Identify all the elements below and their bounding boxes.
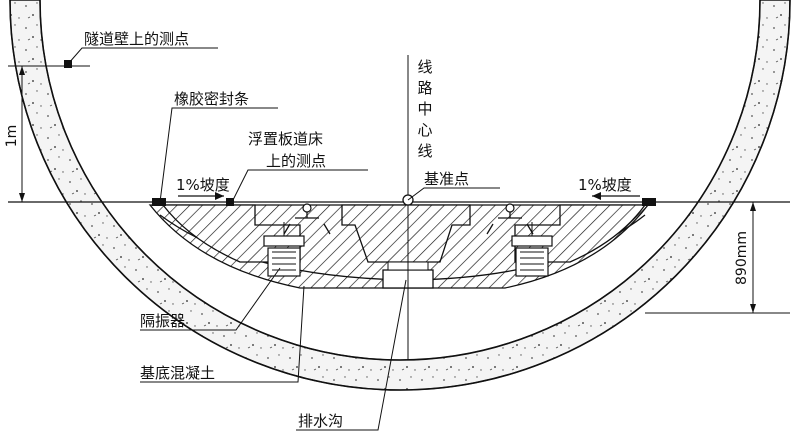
- label-slope-left: 1%坡度: [176, 176, 230, 194]
- route-centerline-label: 线 路 中 心 线: [417, 58, 432, 160]
- slope-arrowhead-right: [592, 192, 601, 200]
- centerline-char-1: 线: [417, 58, 432, 76]
- slope-arrowhead-left: [215, 192, 224, 200]
- label-rubber-seal: 橡胶密封条: [174, 90, 249, 108]
- label-slab-point-line2: 上的测点: [266, 152, 326, 170]
- rubber-seal-right: [642, 198, 656, 206]
- label-slab-point-line1: 浮置板道床: [248, 130, 323, 148]
- lining-inner-edge: [39, 0, 761, 361]
- label-drainage-ditch: 排水沟: [298, 412, 343, 430]
- dim-1m-label: 1m: [4, 125, 20, 148]
- centerline-char-3: 中: [417, 100, 432, 118]
- leader-isolator: [140, 267, 281, 331]
- centerline-char-2: 路: [417, 79, 432, 97]
- rail-left: [283, 203, 331, 235]
- leader-tunnel-wall-point: [67, 47, 218, 65]
- leader-drainage-ditch: [296, 279, 407, 431]
- label-datum-point: 基准点: [424, 170, 469, 188]
- centerline-char-5: 线: [417, 142, 432, 160]
- leader-slab-point: [231, 169, 368, 203]
- centerline-char-4: 心: [417, 121, 432, 139]
- label-tunnel-wall-point: 隧道壁上的测点: [84, 30, 189, 48]
- lining-outer-edge: [9, 0, 791, 391]
- label-base-concrete: 基底混凝土: [140, 364, 215, 382]
- slab-point-marker: [226, 198, 234, 206]
- rubber-seal-left: [152, 198, 166, 206]
- label-slope-right: 1%坡度: [578, 176, 632, 194]
- leader-rubber-seal: [159, 107, 278, 203]
- isolator-left: [263, 222, 305, 277]
- label-isolator: 隔振器: [140, 312, 185, 330]
- floating-slab-center: [341, 204, 471, 263]
- leader-base-concrete: [140, 285, 305, 383]
- tunnel-lining: [9, 0, 791, 391]
- rail-right: [486, 203, 534, 235]
- dim-890mm-label: 890mm: [734, 231, 750, 285]
- isolator-right: [511, 222, 553, 277]
- floating-slab-left: [161, 204, 301, 263]
- leader-datum-point: [407, 187, 500, 201]
